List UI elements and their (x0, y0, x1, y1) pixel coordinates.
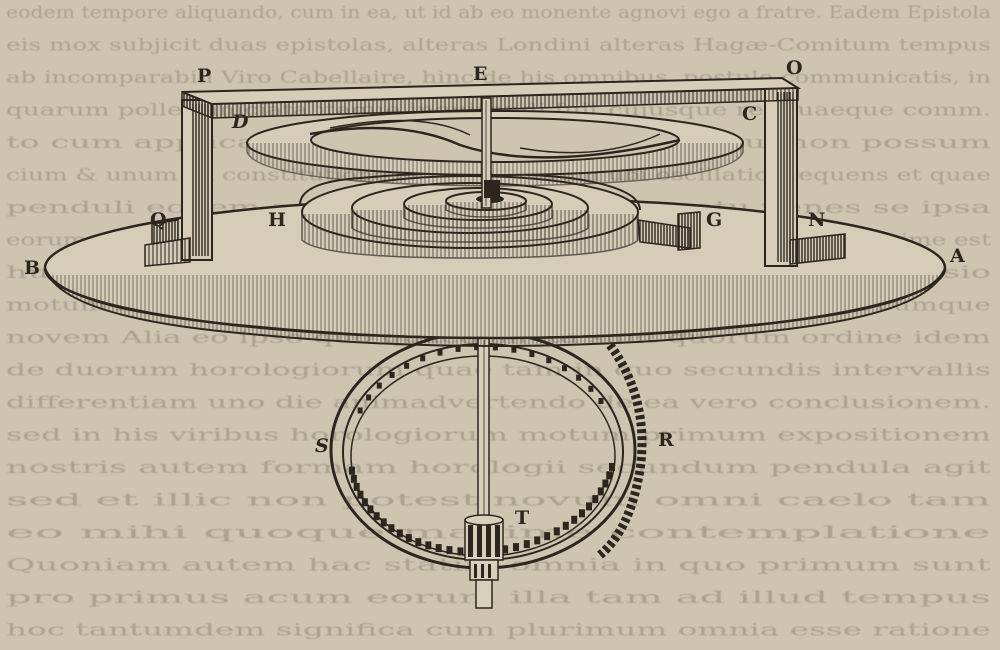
wheel-tooth (350, 474, 357, 483)
wheel-tooth (357, 490, 364, 499)
spiral-balance-spring (299, 172, 691, 259)
bleed-text-line: sed in his viribus horologiorum motum pr… (6, 426, 991, 446)
wheel-tooth (396, 529, 403, 538)
wheel-tooth (388, 524, 395, 533)
label-c: C (742, 103, 757, 125)
figure-labels: P E O D C Q H G N B A S R T (24, 57, 965, 529)
balance-staff (481, 97, 500, 209)
base-plate (43, 196, 947, 347)
wheel-tooth (435, 544, 442, 553)
label-h: H (268, 209, 286, 231)
bleed-text-line: eis mox subjicit duas epistolas, alteras… (6, 36, 991, 56)
wheel-tooth (544, 532, 551, 541)
wheel-tooth (361, 498, 368, 507)
wheel-tooth (606, 471, 613, 480)
wheel-tooth (492, 344, 498, 351)
wheel-tooth (405, 534, 412, 543)
wheel-tooth (425, 541, 432, 550)
wheel-tooth (389, 372, 395, 378)
wheel-tooth (562, 521, 569, 530)
wheel-tooth (457, 547, 464, 556)
pinion (464, 514, 504, 609)
wheel-tooth (597, 487, 604, 496)
wheel-tooth (588, 385, 594, 392)
wheel-tooth (586, 502, 592, 511)
wheel-tooth (446, 546, 453, 555)
wheel-tooth (571, 515, 578, 524)
label-g: G (706, 209, 722, 231)
wheel-tooth (353, 482, 360, 491)
wheel-tooth (349, 466, 355, 475)
bleed-text-line: de duorum horologiorum quae tam in quo s… (6, 361, 991, 381)
wheel-tooth (576, 374, 582, 381)
label-b: B (24, 257, 40, 279)
bleed-text-line: eodem tempore aliquando, cum in ea, ut i… (6, 3, 991, 23)
wheel-tooth (474, 344, 480, 351)
bleed-text-line: hoc tantumdem significa cum plurimum omn… (6, 621, 991, 641)
wheel-tooth (529, 351, 535, 357)
wheel-tooth (562, 365, 567, 372)
label-n: N (808, 209, 825, 231)
label-t: T (515, 507, 529, 529)
label-o: O (786, 57, 803, 79)
label-a: A (949, 245, 965, 267)
balance-wheel (246, 110, 744, 187)
wheel-tooth (373, 512, 380, 521)
wheel-tooth (534, 536, 541, 545)
wheel-tooth (380, 518, 387, 527)
label-s: S (315, 435, 329, 457)
wheel-tooth (357, 407, 363, 414)
wheel-tooth (579, 509, 585, 518)
label-p: P (197, 65, 211, 87)
wheel-tooth (598, 398, 604, 404)
wheel-tooth (366, 394, 372, 401)
wheel-tooth (420, 355, 426, 362)
bridge-frame (144, 76, 846, 267)
label-e: E (473, 63, 487, 85)
bleed-text-line: nostris autem formam horologii secundum … (6, 458, 991, 478)
wheel-tooth (609, 462, 615, 471)
wheel-tooth (511, 346, 517, 353)
wheel-tooth (415, 538, 422, 547)
wheel-tooth (455, 345, 461, 352)
wheel-tooth (376, 382, 382, 389)
wheel-tooth (546, 357, 552, 364)
wheel-tooth (502, 545, 509, 554)
bleed-text-line: sed et illic non potest novum omni caelo… (6, 491, 991, 511)
bleed-text-line: pro primus acum eorum illa tam ad illud … (6, 588, 991, 608)
wheel-tooth (553, 527, 560, 536)
wheel-tooth (513, 543, 519, 552)
wheel-tooth (437, 349, 443, 356)
bleed-text-line: differentiam uno die animadvertendo de e… (6, 393, 991, 413)
label-r: R (658, 429, 674, 451)
wheel-tooth (523, 540, 530, 549)
label-d: D (231, 111, 249, 133)
wheel-tooth (592, 495, 599, 504)
wheel-tooth (367, 505, 374, 514)
wheel-tooth (602, 479, 609, 488)
wheel-tooth (404, 362, 410, 369)
label-q: Q (150, 209, 167, 231)
